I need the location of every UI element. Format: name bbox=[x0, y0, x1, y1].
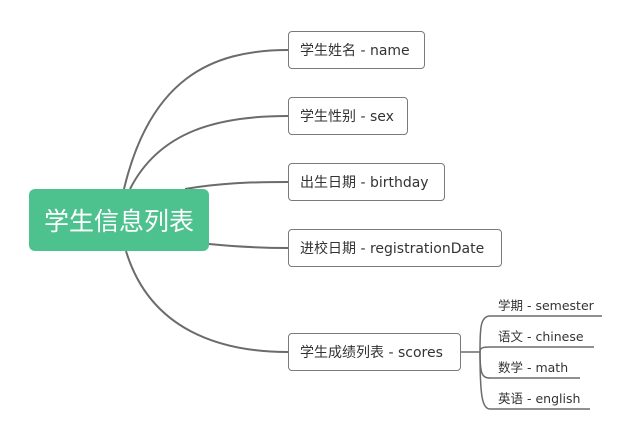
node-registration-date[interactable]: 进校日期 - registrationDate bbox=[288, 229, 502, 267]
node-registration-date-label: 进校日期 - registrationDate bbox=[300, 241, 485, 257]
leaf-math-label: 数学 - math bbox=[498, 360, 569, 375]
root-label: 学生信息列表 bbox=[43, 207, 194, 236]
connector-root-scores bbox=[125, 250, 289, 353]
connector-root-name bbox=[123, 49, 289, 190]
leaf-math[interactable]: 数学 - math bbox=[498, 360, 568, 376]
leaf-chinese[interactable]: 语文 - chinese bbox=[498, 329, 584, 345]
node-sex[interactable]: 学生性别 - sex bbox=[288, 97, 408, 135]
leaf-semester[interactable]: 学期 - semester bbox=[498, 298, 594, 314]
connector-scores-semester bbox=[479, 315, 602, 353]
node-birthday[interactable]: 出生日期 - birthday bbox=[288, 163, 445, 201]
node-scores-label: 学生成绩列表 - scores bbox=[300, 345, 443, 361]
node-name[interactable]: 学生姓名 - name bbox=[288, 31, 425, 69]
connector-scores-chinese bbox=[479, 346, 594, 353]
node-sex-label: 学生性别 - sex bbox=[300, 109, 394, 125]
node-scores[interactable]: 学生成绩列表 - scores bbox=[288, 333, 461, 371]
connector-root-sex bbox=[129, 115, 289, 190]
node-name-label: 学生姓名 - name bbox=[300, 43, 410, 59]
connector-root-birthday bbox=[184, 181, 289, 190]
connector-root-registration bbox=[208, 243, 289, 249]
node-birthday-label: 出生日期 - birthday bbox=[300, 175, 429, 191]
leaf-chinese-label: 语文 - chinese bbox=[498, 329, 584, 344]
connector-scores-english bbox=[479, 351, 590, 410]
leaf-english[interactable]: 英语 - english bbox=[498, 391, 580, 407]
root-node[interactable]: 学生信息列表 bbox=[29, 189, 209, 251]
leaf-english-label: 英语 - english bbox=[498, 391, 581, 406]
leaf-semester-label: 学期 - semester bbox=[498, 298, 594, 313]
